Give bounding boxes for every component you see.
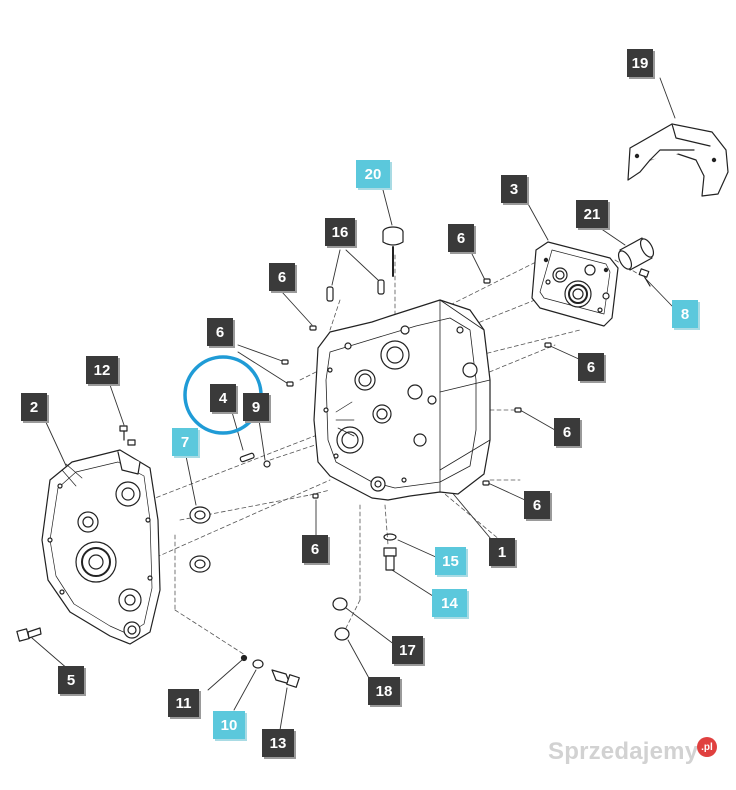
- part-3-cover-plate: [531, 241, 619, 327]
- part-8-screw: [638, 268, 651, 287]
- callout-2: 2: [21, 393, 47, 421]
- part-18-o-ring: [334, 627, 350, 641]
- part-13-drain-plug: [271, 669, 300, 688]
- callout-17: 17: [392, 636, 423, 664]
- callout-16: 16: [325, 218, 355, 246]
- part-6-pins: [281, 278, 552, 499]
- leader-lines: [31, 77, 676, 731]
- callout-5: 5: [58, 666, 84, 694]
- callout-15: 15: [435, 547, 466, 575]
- callout-6-f: 6: [524, 491, 550, 519]
- part-7-seals: [189, 506, 211, 573]
- callout-6-e: 6: [554, 418, 580, 446]
- callout-14: 14: [432, 589, 467, 617]
- part-4-pin: [239, 452, 255, 463]
- callout-6-a: 6: [448, 224, 474, 252]
- part-19-guard-shield: [627, 123, 729, 197]
- callout-1: 1: [489, 538, 515, 566]
- part-12-screw: [119, 425, 136, 446]
- watermark-text: Sprzedajemy: [548, 738, 699, 765]
- callout-13: 13: [262, 729, 294, 757]
- part-21-shaft-sleeve: [617, 237, 655, 271]
- part-14-level-plug: [383, 547, 397, 571]
- callout-4: 4: [210, 384, 236, 412]
- part-10-seal-ring: [252, 659, 264, 669]
- callout-7: 7: [172, 428, 198, 456]
- callout-6-c: 6: [207, 318, 233, 346]
- part-15-o-ring: [383, 533, 397, 541]
- callout-20: 20: [356, 160, 390, 188]
- callout-6-b: 6: [269, 263, 295, 291]
- part-20-breather-plug: [382, 226, 404, 277]
- part-1-gearbox-housing: [313, 299, 491, 501]
- part-17-o-ring: [332, 597, 348, 611]
- watermark-badge: .pl: [697, 737, 717, 757]
- callout-8: 8: [672, 300, 698, 328]
- callout-11: 11: [168, 689, 199, 717]
- callout-10: 10: [213, 711, 245, 739]
- callout-19: 19: [627, 49, 653, 77]
- callout-6-d: 6: [578, 353, 604, 381]
- callout-9: 9: [243, 393, 269, 421]
- part-9-ring: [263, 460, 271, 468]
- part-11-washer: [240, 654, 248, 662]
- part-2-side-cover: [41, 449, 161, 645]
- part-16-dowel-pins: [326, 279, 385, 302]
- callout-6-g: 6: [302, 535, 328, 563]
- callout-3: 3: [501, 175, 527, 203]
- callout-18: 18: [368, 677, 400, 705]
- part-5-bolt: [16, 627, 42, 642]
- callout-21: 21: [576, 200, 608, 228]
- callout-12: 12: [86, 356, 118, 384]
